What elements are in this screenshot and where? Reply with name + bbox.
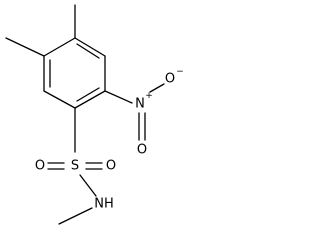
sulfur-to-nitrogen-bond bbox=[79, 174, 97, 197]
ring-to-nitro-bond bbox=[104, 90, 133, 104]
ring-bond bbox=[43, 90, 76, 109]
ring-double-bond bbox=[76, 43, 100, 59]
nitro-oxygen-top-label: O bbox=[165, 72, 175, 87]
nitro-oxygen-bottom-label: O bbox=[137, 143, 147, 158]
ring-double-bond bbox=[76, 87, 100, 102]
benzene-ring bbox=[43, 37, 106, 109]
nitro-n-o-single-bond bbox=[149, 83, 165, 93]
sulfur-label: S bbox=[71, 159, 79, 174]
chemical-structure: N + O − O S O O NH bbox=[5, 4, 184, 225]
nitro-oxygen-charge: − bbox=[176, 67, 184, 77]
amine-nh-label: NH bbox=[94, 197, 114, 212]
nitro-nitrogen-charge: + bbox=[145, 91, 153, 101]
ring-bond bbox=[43, 37, 76, 57]
sulfonyl-oxygen-right-label: O bbox=[106, 159, 116, 174]
nitro-nitrogen-label: N bbox=[135, 97, 145, 112]
nitro-nitrogen-atom: N + bbox=[135, 91, 153, 112]
sulfonyl-oxygen-left-label: O bbox=[35, 159, 45, 174]
nitro-oxygen-top-atom: O − bbox=[165, 67, 184, 87]
ring-bond bbox=[74, 37, 106, 57]
nitrogen-to-methyl-bond bbox=[58, 207, 93, 225]
ring-bond bbox=[74, 90, 106, 109]
methyl-bond-left bbox=[5, 37, 45, 57]
